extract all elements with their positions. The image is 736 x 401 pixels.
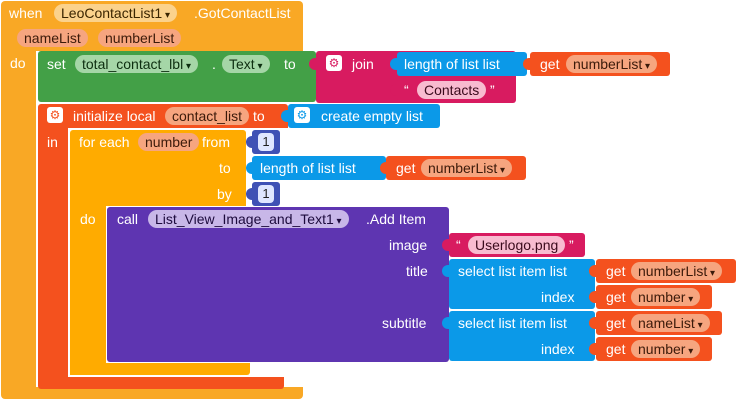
length-of-list-label: length of list list [404, 56, 500, 72]
init-local-bottom [38, 377, 284, 389]
text-open-quote: “ [404, 82, 409, 98]
subtitle-select-connector [442, 317, 449, 329]
event-do-label: do [10, 55, 26, 71]
to-get-connector [380, 162, 387, 174]
image-text-value[interactable]: Userlogo.png [468, 236, 566, 254]
to-length-label: length of list list [260, 160, 356, 176]
param-namelist[interactable]: nameList [17, 29, 88, 47]
in-label: in [47, 134, 58, 150]
init-local-to: to [253, 108, 265, 124]
title-index-variable-dropdown[interactable]: number [631, 288, 701, 306]
create-empty-list-label: create empty list [321, 108, 423, 124]
length-of-list-block[interactable] [397, 52, 527, 76]
set-label: set [47, 56, 66, 72]
from-label: from [202, 134, 230, 150]
mutator-gear-icon[interactable]: ⚙ [294, 107, 310, 123]
get-label: get [540, 56, 560, 72]
get-variable-dropdown[interactable]: numberList [566, 55, 658, 73]
title-select-connector [442, 265, 449, 277]
subtitle-select-list-item-block[interactable] [449, 311, 595, 361]
image-open-quote: “ [456, 237, 461, 253]
to-length-block[interactable] [252, 156, 386, 180]
create-list-connector [281, 110, 288, 122]
title-index-label: index [541, 289, 575, 305]
image-close-quote: ” [569, 237, 574, 253]
subtitle-index-get-connector [589, 343, 596, 355]
foreach-label: for each [79, 134, 130, 150]
event-component-dropdown[interactable]: LeoContactList1 [54, 4, 177, 22]
title-index-get-connector [589, 291, 596, 303]
call-method-name: .Add Item [366, 211, 426, 227]
by-number-value[interactable]: 1 [258, 185, 274, 203]
param-numberlist[interactable]: numberList [98, 29, 182, 47]
from-connector [246, 136, 253, 148]
event-block-spine [1, 50, 36, 388]
title-index-get-label: get [606, 289, 626, 305]
from-number-value[interactable]: 1 [258, 133, 274, 151]
title-label: title [406, 263, 428, 279]
title-select-label: select list item list [458, 263, 567, 279]
join-label: join [352, 56, 374, 72]
when-label: when [9, 5, 43, 21]
subtitle-index-get-label: get [606, 341, 626, 357]
set-component-dropdown[interactable]: total_contact_lbl [75, 55, 198, 73]
foreach-do-label: do [80, 211, 96, 227]
title-list-get-connector [589, 265, 596, 277]
to-get-variable-dropdown[interactable]: numberList [421, 159, 513, 177]
to-label: to [219, 160, 231, 176]
mutator-gear-icon[interactable]: ⚙ [326, 55, 342, 71]
subtitle-index-label: index [541, 341, 575, 357]
mutator-gear-icon[interactable]: ⚙ [47, 107, 63, 123]
local-variable-name[interactable]: contact_list [165, 107, 250, 125]
call-add-item-block[interactable] [107, 207, 449, 362]
join-connector [309, 58, 316, 70]
by-connector [246, 188, 253, 200]
foreach-variable[interactable]: number [138, 133, 200, 151]
title-select-list-item-block[interactable] [449, 259, 595, 309]
title-list-get-label: get [606, 263, 626, 279]
init-local-spine [38, 127, 68, 379]
foreach-bottom [70, 363, 250, 375]
image-label: image [389, 237, 428, 253]
subtitle-list-variable-dropdown[interactable]: nameList [631, 314, 710, 332]
length-connector [390, 58, 397, 70]
text-contacts-value[interactable]: Contacts [417, 81, 487, 99]
get-connector [523, 58, 530, 70]
set-dot: . [212, 56, 216, 72]
text-connector [390, 84, 397, 96]
set-property-dropdown[interactable]: Text [222, 55, 270, 73]
image-connector [442, 239, 449, 251]
to-get-label: get [396, 160, 416, 176]
subtitle-label: subtitle [382, 315, 427, 331]
call-label: call [117, 211, 139, 227]
subtitle-list-get-label: get [606, 315, 626, 331]
set-to-label: to [284, 56, 296, 72]
event-name: .GotContactList [194, 5, 291, 21]
title-list-variable-dropdown[interactable]: numberList [631, 262, 723, 280]
to-connector [246, 162, 253, 174]
call-component-dropdown[interactable]: List_View_Image_and_Text1 [148, 210, 349, 228]
by-label: by [217, 186, 232, 202]
subtitle-select-label: select list item list [458, 315, 567, 331]
text-close-quote: ” [490, 82, 495, 98]
subtitle-index-variable-dropdown[interactable]: number [631, 340, 701, 358]
subtitle-list-get-connector [589, 317, 596, 329]
init-local-label: initialize local [73, 108, 156, 124]
event-block-bottom [1, 387, 303, 399]
create-empty-list-block[interactable] [288, 104, 440, 128]
foreach-spine [70, 205, 106, 375]
